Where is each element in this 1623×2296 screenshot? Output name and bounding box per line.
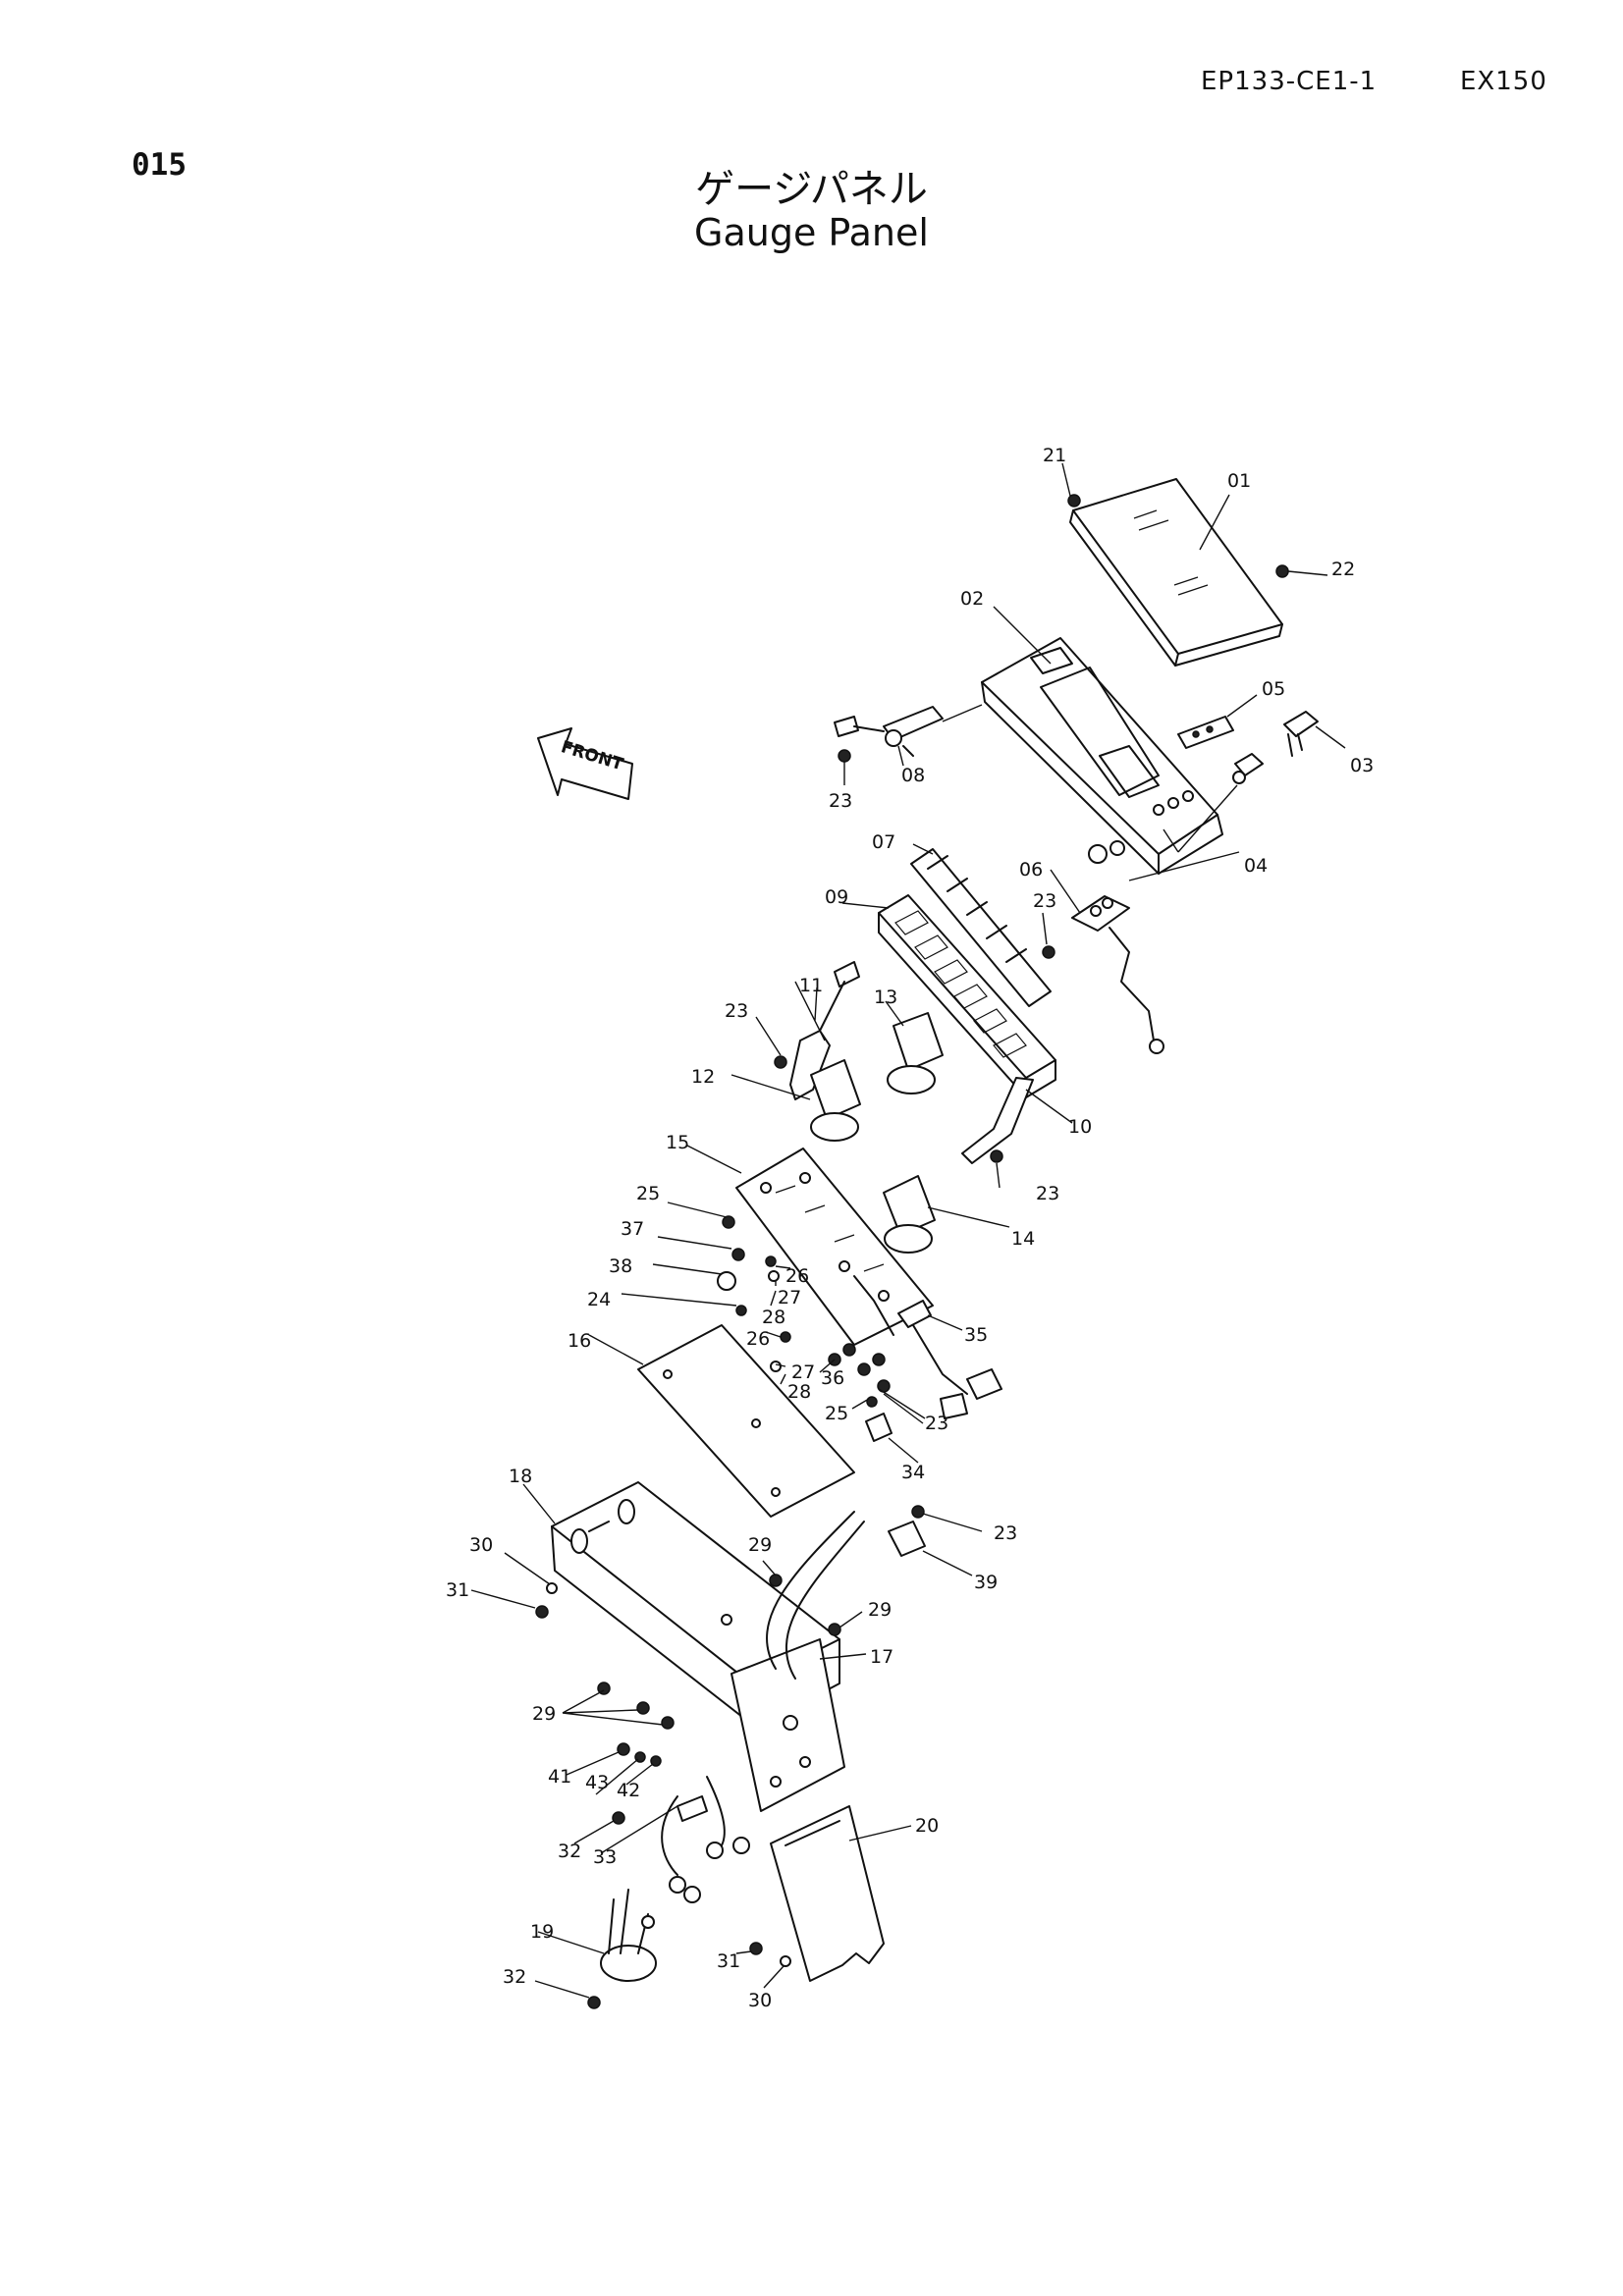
callout-23-c: 23 (725, 1000, 748, 1022)
callout-10: 10 (1068, 1116, 1092, 1138)
part-01-cover-glass (1069, 478, 1283, 667)
callout-26-b: 26 (746, 1328, 770, 1350)
callout-37: 37 (621, 1218, 644, 1240)
callout-06: 06 (1019, 859, 1043, 881)
callout-27-b: 27 (791, 1362, 815, 1383)
callout-36: 36 (821, 1367, 844, 1389)
callout-26-a: 26 (785, 1265, 809, 1287)
callout-31-b: 31 (717, 1950, 740, 1972)
callout-13: 13 (874, 987, 897, 1008)
callout-25-b: 25 (825, 1403, 848, 1424)
part-35-harness (897, 1300, 1002, 1419)
callout-03: 03 (1350, 755, 1374, 776)
part-03-switch (1283, 711, 1319, 757)
callout-39: 39 (974, 1572, 998, 1593)
callout-25-a: 25 (636, 1183, 660, 1204)
callout-31-a: 31 (446, 1579, 469, 1601)
part-12-gauge (810, 1059, 861, 1142)
part-39-clamp (888, 1521, 926, 1557)
part-02-panel-frame (981, 637, 1223, 875)
part-13-gauge (887, 1012, 944, 1095)
part-05-plate (1177, 716, 1234, 749)
callout-41: 41 (548, 1766, 571, 1788)
callout-19: 19 (530, 1921, 554, 1943)
callout-16: 16 (568, 1330, 591, 1352)
callout-43: 43 (585, 1772, 609, 1793)
callout-17: 17 (870, 1646, 893, 1668)
callout-29-b: 29 (868, 1599, 892, 1621)
part-06-lamp-unit (1071, 840, 1164, 1054)
callout-28-b: 28 (787, 1381, 811, 1403)
callout-labels: 21 01 22 02 05 03 08 23 04 07 06 09 23 1… (446, 445, 1374, 2011)
part-10-bracket (961, 1077, 1034, 1164)
callout-04: 04 (1244, 855, 1268, 877)
callout-08: 08 (901, 765, 925, 786)
part-08-switch-assembly (834, 706, 944, 757)
callout-23-a: 23 (829, 790, 852, 812)
callout-23-e: 23 (925, 1413, 948, 1434)
part-11-bracket (789, 961, 860, 1100)
part-07-indicator-strip (910, 848, 1052, 1007)
callout-35: 35 (964, 1324, 988, 1346)
callout-30-b: 30 (748, 1990, 772, 2011)
page-title-japanese: ゲージパネル (695, 167, 928, 212)
page-number: 015 (132, 147, 187, 183)
callout-21: 21 (1043, 445, 1066, 466)
model-number: EX150 (1460, 67, 1547, 96)
callout-12: 12 (691, 1066, 715, 1088)
callout-29-a: 29 (748, 1534, 772, 1556)
callout-29-c: 29 (532, 1703, 556, 1725)
callout-42: 42 (617, 1780, 640, 1801)
part-15-circuit-board (735, 1148, 934, 1346)
part-34-clamp (865, 1413, 893, 1442)
callout-23-b: 23 (1033, 890, 1056, 912)
callout-27-a: 27 (778, 1287, 801, 1308)
front-direction-arrow: FRONT (537, 727, 633, 800)
callout-32-a: 32 (558, 1841, 581, 1862)
callout-22: 22 (1331, 559, 1355, 580)
document-code: EP133-CE1-1 (1201, 67, 1378, 96)
part-14-gauge (883, 1175, 936, 1254)
callout-09: 09 (825, 886, 848, 908)
part-04-knob (1232, 753, 1264, 784)
callout-32-b: 32 (503, 1966, 526, 1988)
callout-07: 07 (872, 831, 895, 853)
callout-28-a: 28 (762, 1307, 785, 1328)
leader-lines (470, 462, 1346, 1999)
part-16-board (637, 1324, 855, 1518)
part-20-cover (770, 1805, 885, 1982)
callout-38: 38 (609, 1255, 632, 1277)
callout-33: 33 (593, 1846, 617, 1868)
callout-34: 34 (901, 1462, 925, 1483)
callout-20: 20 (915, 1815, 939, 1837)
harness-connectors (661, 1776, 750, 1903)
page-title-english: Gauge Panel (694, 211, 929, 254)
part-17-bracket (730, 1511, 865, 1812)
fasteners (535, 494, 1289, 2009)
callout-24: 24 (587, 1289, 611, 1310)
callout-14: 14 (1011, 1228, 1035, 1250)
callout-02: 02 (960, 588, 984, 610)
callout-30-a: 30 (469, 1534, 493, 1556)
callout-01: 01 (1227, 470, 1251, 492)
callout-23-f: 23 (994, 1522, 1017, 1544)
callout-18: 18 (509, 1466, 532, 1487)
callout-15: 15 (666, 1132, 689, 1153)
callout-05: 05 (1262, 678, 1285, 700)
part-19-sensor (600, 1889, 657, 1982)
callout-11: 11 (799, 975, 823, 996)
callout-23-d: 23 (1036, 1183, 1059, 1204)
